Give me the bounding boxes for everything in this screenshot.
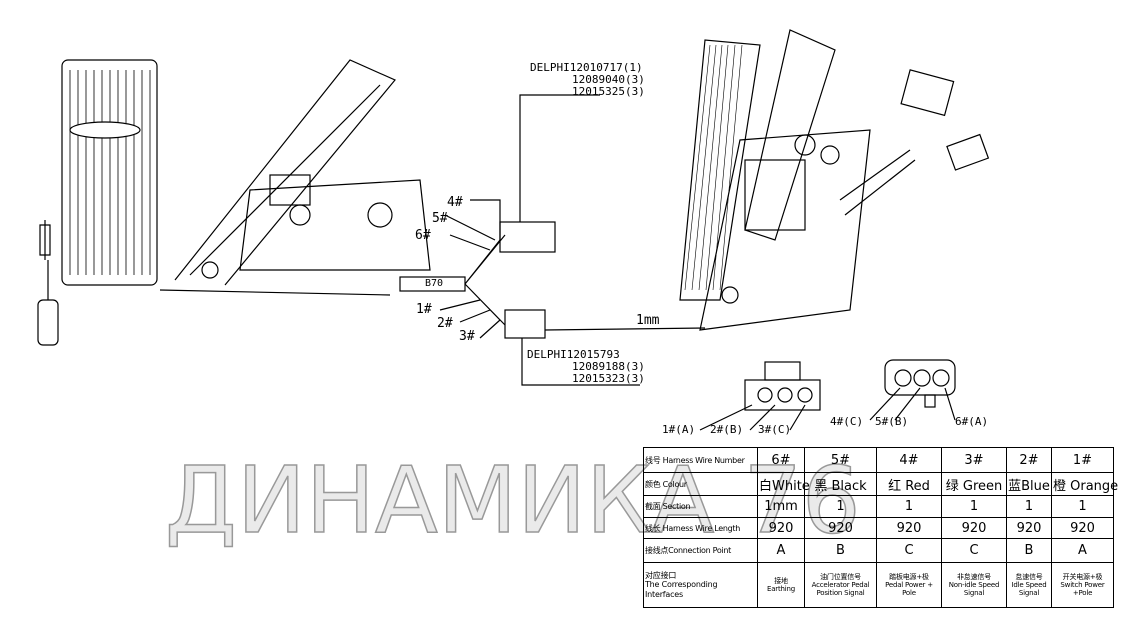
pin-label: 2#(B) [710,423,744,436]
label-en: The Corresponding Interfaces [645,580,718,599]
interface-cn: 怠速信号 [1015,572,1043,581]
interface-en: Pedal Power + Pole [885,580,933,598]
table-cell: C [941,538,1007,563]
connector-top-part: DELPHI12010717(1) [530,61,643,74]
interface-en: Earthing [767,585,795,593]
wire-label: 5# [432,211,448,226]
table-cell: 1 [1006,495,1052,518]
table-cell: 1 [804,495,877,518]
pin-diagram-left [699,361,821,431]
table-cell: 920 [876,517,942,539]
table-cell: 2# [1006,447,1052,473]
pin-label: 4#(C) [830,415,864,428]
table-cell: 4# [876,447,942,473]
interface-en: Idle Speed Signal [1011,580,1047,598]
wire-label: 4# [447,195,463,210]
table-cell: 1 [876,495,942,518]
wire-label: 6# [415,228,431,243]
row-label: 颜色 Colour [643,472,758,496]
interface-en: Accelerator Pedal Position Signal [811,580,870,598]
connector-bottom-part: DELPHI12015793 [527,348,620,361]
table-cell: 920 [804,517,877,539]
interface-en: Switch Power +Pole [1060,580,1105,598]
pin-label: 3#(C) [758,423,792,436]
wire-label: 2# [437,316,453,331]
connector-bottom-part: 12089188(3) [572,360,645,373]
harness-tag: B70 [425,278,444,289]
connector-top-part: 12089040(3) [572,73,645,86]
interface-cn: 接地 [774,576,788,585]
table-cell: 黑 Black [804,472,877,496]
row-label: 线号 Harness Wire Number [643,447,758,473]
row-label: 线长 Harness Wire Length [643,517,758,539]
table-cell: 920 [1051,517,1114,539]
pin-diagram-right [869,359,956,421]
table-cell: 3# [941,447,1007,473]
pedal-perspective-view [679,29,916,331]
interface-cn: 油门位置信号 [820,572,861,581]
table-cell: 1 [1051,495,1114,518]
table-cell: 1mm [757,495,805,518]
table-cell: 920 [941,517,1007,539]
interface-en: Non-idle Speed Signal [948,580,1000,598]
wire-label: 1# [416,302,432,317]
table-cell: 920 [757,517,805,539]
table-cell: A [1051,538,1114,563]
interface-cn: 踏板电源+极 [889,572,929,581]
connector-3d-icons [900,69,990,171]
table-cell: 5# [804,447,877,473]
row-label: 接线点Connection Point [643,538,758,563]
interface-cn: 非怠速信号 [957,572,991,581]
table-cell: A [757,538,805,563]
connector-top-part: 12015325(3) [572,85,645,98]
section-label: 1mm [636,313,660,328]
table-cell: B [1006,538,1052,563]
table-cell: 蓝Blue [1006,472,1052,496]
wire-label: 3# [459,329,475,344]
label-cn: 对应接口 [645,571,677,581]
table-cell: 1 [941,495,1007,518]
table-cell: 1# [1051,447,1114,473]
table-cell: 6# [757,447,805,473]
pin-label: 5#(B) [875,415,909,428]
pedal-side-view [159,59,431,296]
wiring-harness [399,94,706,386]
pin-label: 6#(A) [955,415,989,428]
table-cell: B [804,538,877,563]
pin-label: 1#(A) [662,423,696,436]
connector-bottom-part: 12015323(3) [572,372,645,385]
table-cell: 红 Red [876,472,942,496]
table-cell: 白White [757,472,810,496]
table-cell: C [876,538,942,563]
interface-cn: 开关电源+极 [1062,572,1103,581]
table-cell: 920 [1006,517,1052,539]
table-cell: 橙 Orange [1051,472,1118,496]
table-cell: 绿 Green [941,472,1007,496]
row-label: 截面 Section [643,495,758,518]
pedal-front-view [37,59,158,346]
